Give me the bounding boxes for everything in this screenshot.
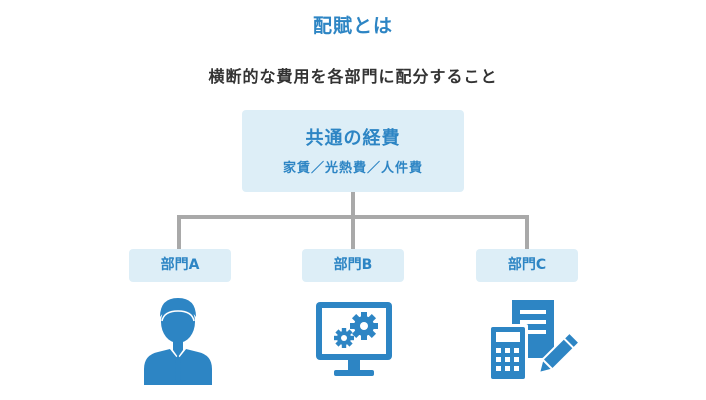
connector-branch-a	[177, 215, 181, 249]
common-expense-items: 家賃／光熱費／人件費	[282, 161, 423, 176]
calculator-document-icon	[488, 300, 580, 382]
monitor-gears-icon	[316, 302, 392, 376]
department-a-box: 部門A	[129, 249, 231, 282]
department-c-box: 部門C	[476, 249, 578, 282]
diagram-subtitle: 横断的な費用を各部門に配分すること	[208, 67, 498, 86]
common-expense-box: 共通の経費 家賃／光熱費／人件費	[242, 110, 464, 192]
connector-branch-c	[525, 215, 529, 249]
person-icon	[144, 298, 212, 385]
connector-branch-b	[351, 215, 355, 249]
common-expense-heading: 共通の経費	[305, 128, 401, 149]
diagram-title: 配賦とは	[312, 15, 393, 37]
department-b-box: 部門B	[302, 249, 404, 282]
connector-trunk	[351, 192, 355, 217]
